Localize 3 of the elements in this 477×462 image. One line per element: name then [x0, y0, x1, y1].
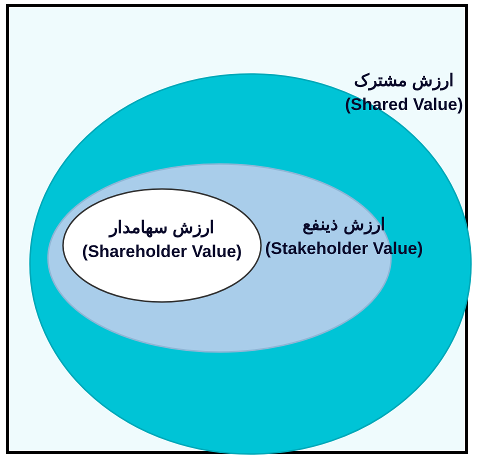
persian-label: ارزش سهامدار: [108, 217, 216, 240]
persian-label: ارزش مشترک: [353, 70, 455, 92]
english-label: (Shareholder Value): [81, 241, 243, 263]
